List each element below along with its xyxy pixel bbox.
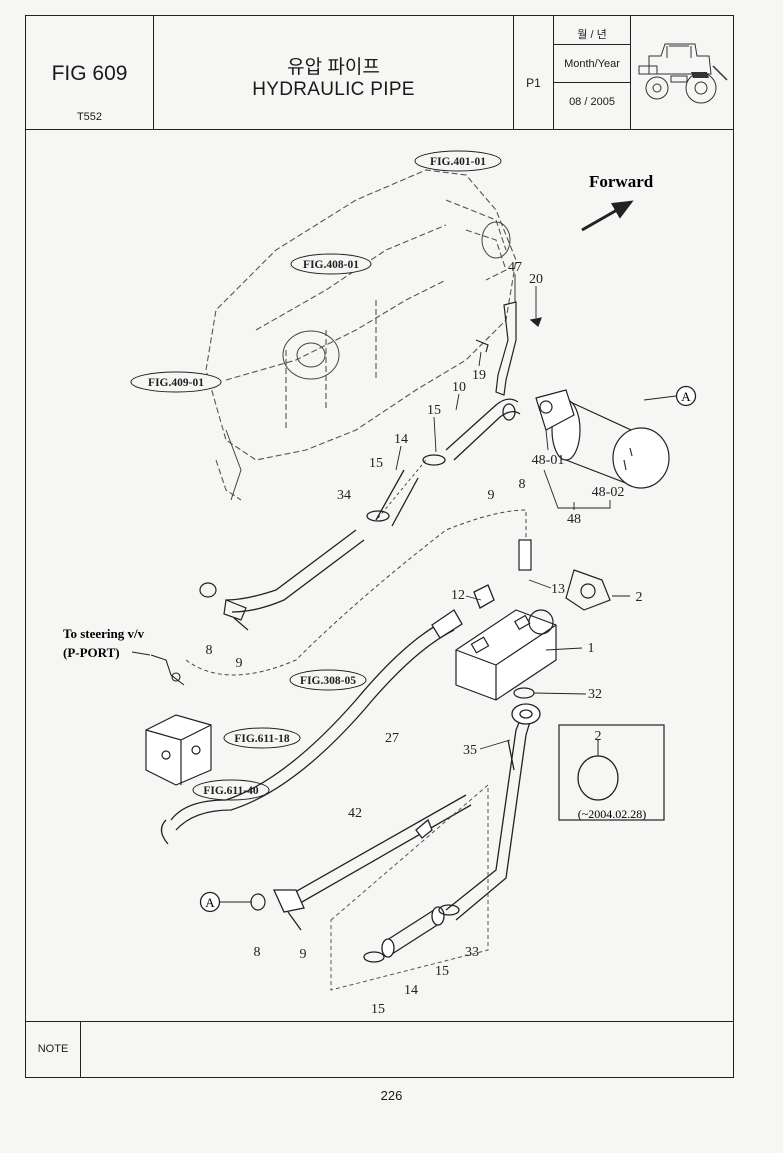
page-frame: FIG 609 T552 유압 파이프 HYDRAULIC PIPE P1 월 … <box>25 15 734 1078</box>
transmission-housing <box>205 169 517 501</box>
part-label: 33 <box>465 945 479 960</box>
housing-details <box>225 221 511 501</box>
page-cell: P1 <box>514 16 554 129</box>
model-code: T552 <box>76 111 103 123</box>
ref-fig-401-01: FIG.401-01 <box>414 150 502 172</box>
forward-label: Forward <box>589 172 654 191</box>
svg-text:FIG.308-05: FIG.308-05 <box>300 675 356 687</box>
note-label: NOTE <box>26 1022 81 1077</box>
part-label: 15 <box>371 1002 385 1017</box>
valve-block <box>145 714 212 786</box>
part-label: 15 <box>427 403 441 418</box>
svg-text:A: A <box>681 389 691 404</box>
part-label: 32 <box>588 687 602 702</box>
part-labels: 47 20 19 10 15 14 15 34 9 8 48-01 48-02 … <box>206 260 643 1017</box>
return-line <box>185 509 527 676</box>
bracket-47 <box>475 301 542 396</box>
filter-assembly <box>535 389 670 489</box>
svg-text:FIG.611-40: FIG.611-40 <box>203 785 259 797</box>
fig-cell: FIG 609 T552 <box>26 16 154 129</box>
svg-text:(P-PORT): (P-PORT) <box>63 645 120 660</box>
title-english: HYDRAULIC PIPE <box>252 79 415 100</box>
hose-14-lower <box>363 904 460 963</box>
page-number: 226 <box>380 1088 403 1103</box>
ref-fig-611-40: FIG.611-40 <box>192 779 270 801</box>
page-label: P1 <box>526 76 541 90</box>
title-block: FIG 609 T552 유압 파이프 HYDRAULIC PIPE P1 월 … <box>26 16 733 130</box>
part-label: 48-02 <box>592 485 625 500</box>
detail-date: (~2004.02.28) <box>578 807 646 821</box>
ref-fig-308-05: FIG.308-05 <box>289 669 367 691</box>
part-label: 27 <box>385 731 399 746</box>
svg-text:FIG.401-01: FIG.401-01 <box>430 156 486 168</box>
part-label: 8 <box>254 945 261 960</box>
part-label: 15 <box>369 456 383 471</box>
hydraulic-pump <box>455 609 557 701</box>
figure-number: FIG 609 <box>51 62 128 85</box>
part-label: 15 <box>435 964 449 979</box>
forward-arrow: Forward <box>581 172 654 232</box>
part-label: 19 <box>472 368 486 383</box>
part-label: 9 <box>300 947 307 962</box>
svg-text:FIG.408-01: FIG.408-01 <box>303 259 359 271</box>
date-value: 08 / 2005 <box>569 96 615 108</box>
pipe-42 <box>272 794 472 931</box>
coupling-13 <box>518 539 532 571</box>
part-label: 47 <box>508 260 522 275</box>
pipes-upper <box>225 398 521 613</box>
oring-32 <box>513 687 535 699</box>
pipe-33 <box>445 703 541 921</box>
part-label: 48 <box>567 512 581 527</box>
svg-text:To steering v/v: To steering v/v <box>63 626 145 641</box>
hydraulic-pipe-diagram: Forward FIG.401-01 FIG.408-01 FIG.409-01… <box>63 150 697 1017</box>
callout-a-lower: A <box>199 891 252 913</box>
leader-lines <box>395 274 630 750</box>
date-label-korean: 월 / 년 <box>577 29 607 41</box>
part-label: 14 <box>404 983 418 998</box>
divider <box>554 44 630 45</box>
part-label: 9 <box>236 656 243 671</box>
part-label: 14 <box>394 432 408 447</box>
flange-8-9-lower <box>199 582 249 631</box>
part-label: 34 <box>337 488 351 503</box>
part-label: 13 <box>551 582 565 597</box>
title-korean: 유압 파이프 <box>287 57 380 78</box>
steering-note: To steering v/v (P-PORT) <box>63 626 151 660</box>
oring-8-lower <box>250 893 266 911</box>
part-label: 2 <box>595 729 602 744</box>
date-cell: 월 / 년 Month/Year 08 / 2005 <box>554 16 631 129</box>
group-outline <box>330 783 489 991</box>
part-label: 42 <box>348 806 362 821</box>
part-label: 8 <box>206 643 213 658</box>
divider <box>554 82 630 83</box>
steering-fitting <box>150 654 185 686</box>
part-label: 20 <box>529 272 543 287</box>
svg-text:FIG.409-01: FIG.409-01 <box>148 377 204 389</box>
part-label: 9 <box>488 488 495 503</box>
gasket-2 <box>565 569 611 611</box>
hose-27 <box>160 584 495 845</box>
part-label: 48-01 <box>532 453 565 468</box>
part-label: 12 <box>451 588 465 603</box>
part-label: 2 <box>636 590 643 605</box>
ref-fig-408-01: FIG.408-01 <box>290 253 372 275</box>
clamps-upper <box>366 403 516 522</box>
part-label: 35 <box>463 743 477 758</box>
date-label-english: Month/Year <box>564 58 620 70</box>
ref-fig-409-01: FIG.409-01 <box>130 371 222 393</box>
note-row: NOTE <box>26 1021 733 1077</box>
part-label: 10 <box>452 380 466 395</box>
detail-box: (~2004.02.28) <box>558 724 665 821</box>
part-label: 8 <box>519 477 526 492</box>
tractor-icon <box>638 43 728 104</box>
svg-text:FIG.611-18: FIG.611-18 <box>234 733 290 745</box>
svg-text:A: A <box>205 895 215 910</box>
title-cell: 유압 파이프 HYDRAULIC PIPE <box>154 16 514 129</box>
part-label: 1 <box>588 641 595 656</box>
ref-fig-611-18: FIG.611-18 <box>223 727 301 749</box>
callout-a-upper: A <box>643 385 697 407</box>
tractor-thumbnail-cell <box>631 16 735 129</box>
